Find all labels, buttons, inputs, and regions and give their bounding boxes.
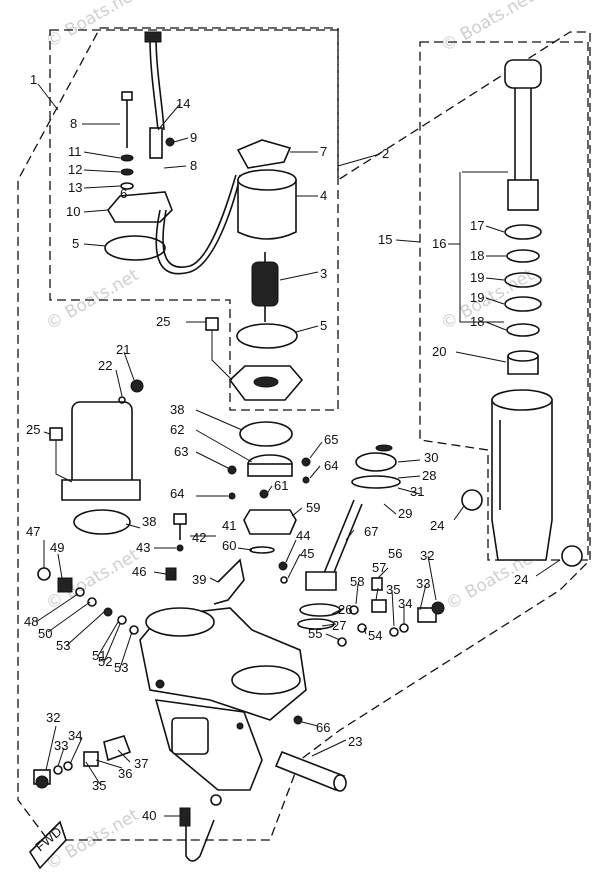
callout-label: 39 [192, 572, 206, 587]
callout-label: 31 [410, 484, 424, 499]
callout-label: 32 [46, 710, 60, 725]
watermark: © Boats.net [438, 0, 538, 56]
callout-label: 33 [54, 738, 68, 753]
callout-label: 16 [432, 236, 446, 251]
callout-label: 8 [70, 116, 77, 131]
callout-label: 52 [98, 654, 112, 669]
callout-label: 18 [470, 314, 484, 329]
callout-label: 38 [142, 514, 156, 529]
motor-subassembly-boundary [49, 29, 339, 411]
callout-label: 12 [68, 162, 82, 177]
callout-label: 4 [320, 188, 327, 203]
callout-label: 26 [338, 602, 352, 617]
callout-label: 53 [114, 660, 128, 675]
callout-label: 29 [398, 506, 412, 521]
callout-label: 64 [324, 458, 338, 473]
callout-label: 6 [120, 186, 127, 201]
callout-label: 3 [320, 266, 327, 281]
tilt-cylinder-boundary [419, 41, 589, 561]
callout-label: 60 [222, 538, 236, 553]
callout-label: 58 [350, 574, 364, 589]
callout-label: 48 [24, 614, 38, 629]
callout-label: 50 [38, 626, 52, 641]
callout-label: 2 [382, 146, 389, 161]
callout-label: 8 [190, 158, 197, 173]
callout-label: 32 [420, 548, 434, 563]
callout-label: 5 [320, 318, 327, 333]
callout-label: 65 [324, 432, 338, 447]
callout-label: 36 [118, 766, 132, 781]
motor-group [104, 31, 304, 401]
callout-label: 14 [176, 96, 190, 111]
callout-label: 59 [306, 500, 320, 515]
callout-label: 22 [98, 358, 112, 373]
leader-lines [35, 83, 561, 817]
callout-label: 49 [50, 540, 64, 555]
watermark: © Boats.net [43, 0, 143, 52]
callout-label: 15 [378, 232, 392, 247]
callout-label: 1 [30, 72, 37, 87]
callout-label: 51 [92, 648, 106, 663]
callout-label: 24 [514, 572, 528, 587]
callout-label: 40 [142, 808, 156, 823]
callout-label: 30 [424, 450, 438, 465]
callout-label: 63 [174, 444, 188, 459]
callout-label: 42 [192, 530, 206, 545]
callout-label: 55 [308, 626, 322, 641]
callout-label: 24 [430, 518, 444, 533]
callout-label: 7 [320, 144, 327, 159]
callout-label: 61 [274, 478, 288, 493]
callout-label: 34 [68, 728, 82, 743]
callout-label: 21 [116, 342, 130, 357]
tilt-cylinder-group [461, 59, 583, 567]
callout-label: 57 [372, 560, 386, 575]
pump-group: FWD [28, 317, 445, 870]
callout-label: 20 [432, 344, 446, 359]
callout-label: 53 [56, 638, 70, 653]
callout-label: 35 [386, 582, 400, 597]
callout-label: 25 [156, 314, 170, 329]
callout-label: 18 [470, 248, 484, 263]
callout-label: 41 [222, 518, 236, 533]
callout-label: 37 [134, 756, 148, 771]
callout-label: 13 [68, 180, 82, 195]
callout-label: 64 [170, 486, 184, 501]
callout-label: 27 [332, 618, 346, 633]
callout-label: 25 [26, 422, 40, 437]
callout-label: 56 [388, 546, 402, 561]
callout-label: 35 [92, 778, 106, 793]
callout-label: 38 [170, 402, 184, 417]
callout-label: 33 [416, 576, 430, 591]
callout-label: 34 [398, 596, 412, 611]
callout-label: 66 [316, 720, 330, 735]
callout-label: 44 [296, 528, 310, 543]
fwd-arrow [28, 820, 67, 870]
callout-label: 11 [68, 144, 82, 159]
callout-label: 5 [72, 236, 79, 251]
callout-label: 19 [470, 290, 484, 305]
callout-labels: 1 2 3 4 5 5 6 7 8 8 9 10 11 12 13 14 15 … [24, 72, 528, 823]
callout-label: 23 [348, 734, 362, 749]
callout-label: 46 [132, 564, 146, 579]
callout-label: 67 [364, 524, 378, 539]
callout-label: 54 [368, 628, 382, 643]
callout-label: 45 [300, 546, 314, 561]
callout-label: 62 [170, 422, 184, 437]
callout-label: 19 [470, 270, 484, 285]
callout-label: 17 [470, 218, 484, 233]
callout-label: 10 [66, 204, 80, 219]
callout-label: 28 [422, 468, 436, 483]
callout-label: 43 [136, 540, 150, 555]
callout-label: 9 [190, 130, 197, 145]
callout-label: 47 [26, 524, 40, 539]
